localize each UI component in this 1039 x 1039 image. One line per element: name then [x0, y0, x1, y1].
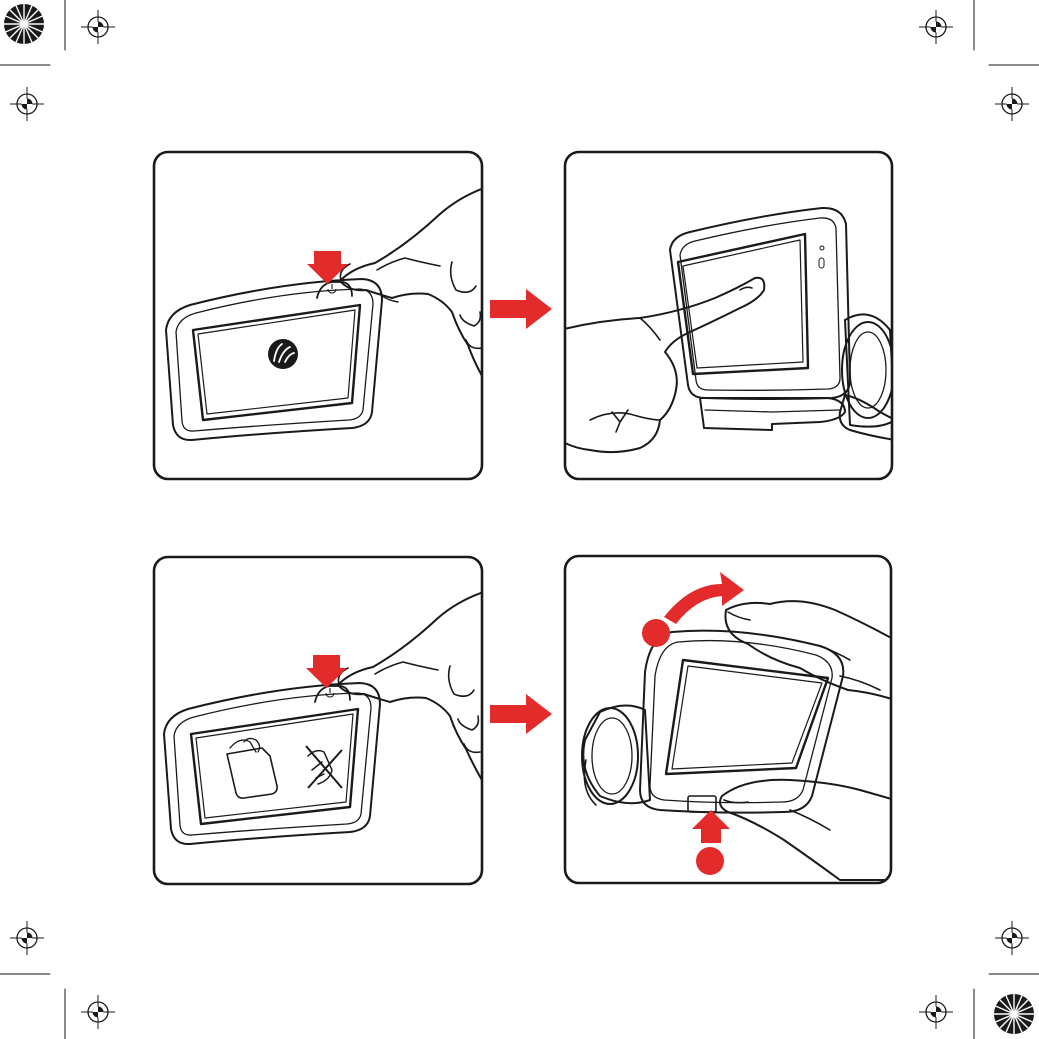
color-starburst-icon	[994, 994, 1034, 1034]
registration-mark-icon	[995, 921, 1029, 955]
arrow-right-icon	[490, 289, 552, 329]
arrow-right-icon	[490, 694, 552, 734]
color-starburst-icon	[4, 4, 44, 44]
panel-press-power-button	[154, 152, 490, 479]
step-marker	[642, 619, 670, 647]
registration-mark-icon	[81, 995, 115, 1029]
panel-release-from-mount	[565, 556, 895, 883]
panel-press-power-off	[154, 557, 490, 884]
registration-mark-icon	[919, 995, 953, 1029]
registration-mark-icon	[919, 10, 953, 44]
registration-mark-icon	[10, 87, 44, 121]
registration-mark-icon	[10, 921, 44, 955]
tomtom-hands-logo-icon	[268, 339, 298, 369]
step-marker	[696, 847, 724, 875]
registration-mark-icon	[995, 87, 1029, 121]
panel-touch-screen	[560, 152, 895, 479]
registration-mark-icon	[81, 10, 115, 44]
